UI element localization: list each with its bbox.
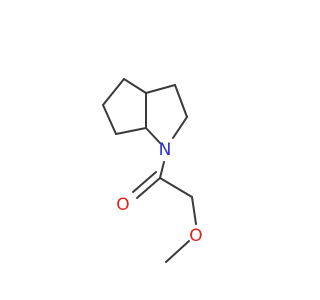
carbonyl-oxygen-label: O xyxy=(116,195,129,215)
bond xyxy=(145,127,161,144)
bond xyxy=(123,78,147,94)
structure-canvas: N O O xyxy=(102,78,203,263)
bond xyxy=(165,240,190,263)
bond xyxy=(172,116,188,139)
ether-oxygen-label: O xyxy=(189,226,202,246)
atom-label-layer: N O O xyxy=(116,140,202,246)
bond xyxy=(136,177,161,199)
molecule-diagram: N O O xyxy=(102,78,203,263)
bond xyxy=(174,84,188,118)
bond-layer xyxy=(102,78,197,263)
bond xyxy=(132,171,157,193)
bond xyxy=(145,84,176,94)
bond xyxy=(191,196,197,225)
bond xyxy=(159,177,193,198)
bond xyxy=(115,127,147,135)
bond xyxy=(159,161,165,179)
bond xyxy=(102,78,125,106)
nitrogen-atom-label: N xyxy=(159,140,172,160)
bond xyxy=(102,104,117,135)
